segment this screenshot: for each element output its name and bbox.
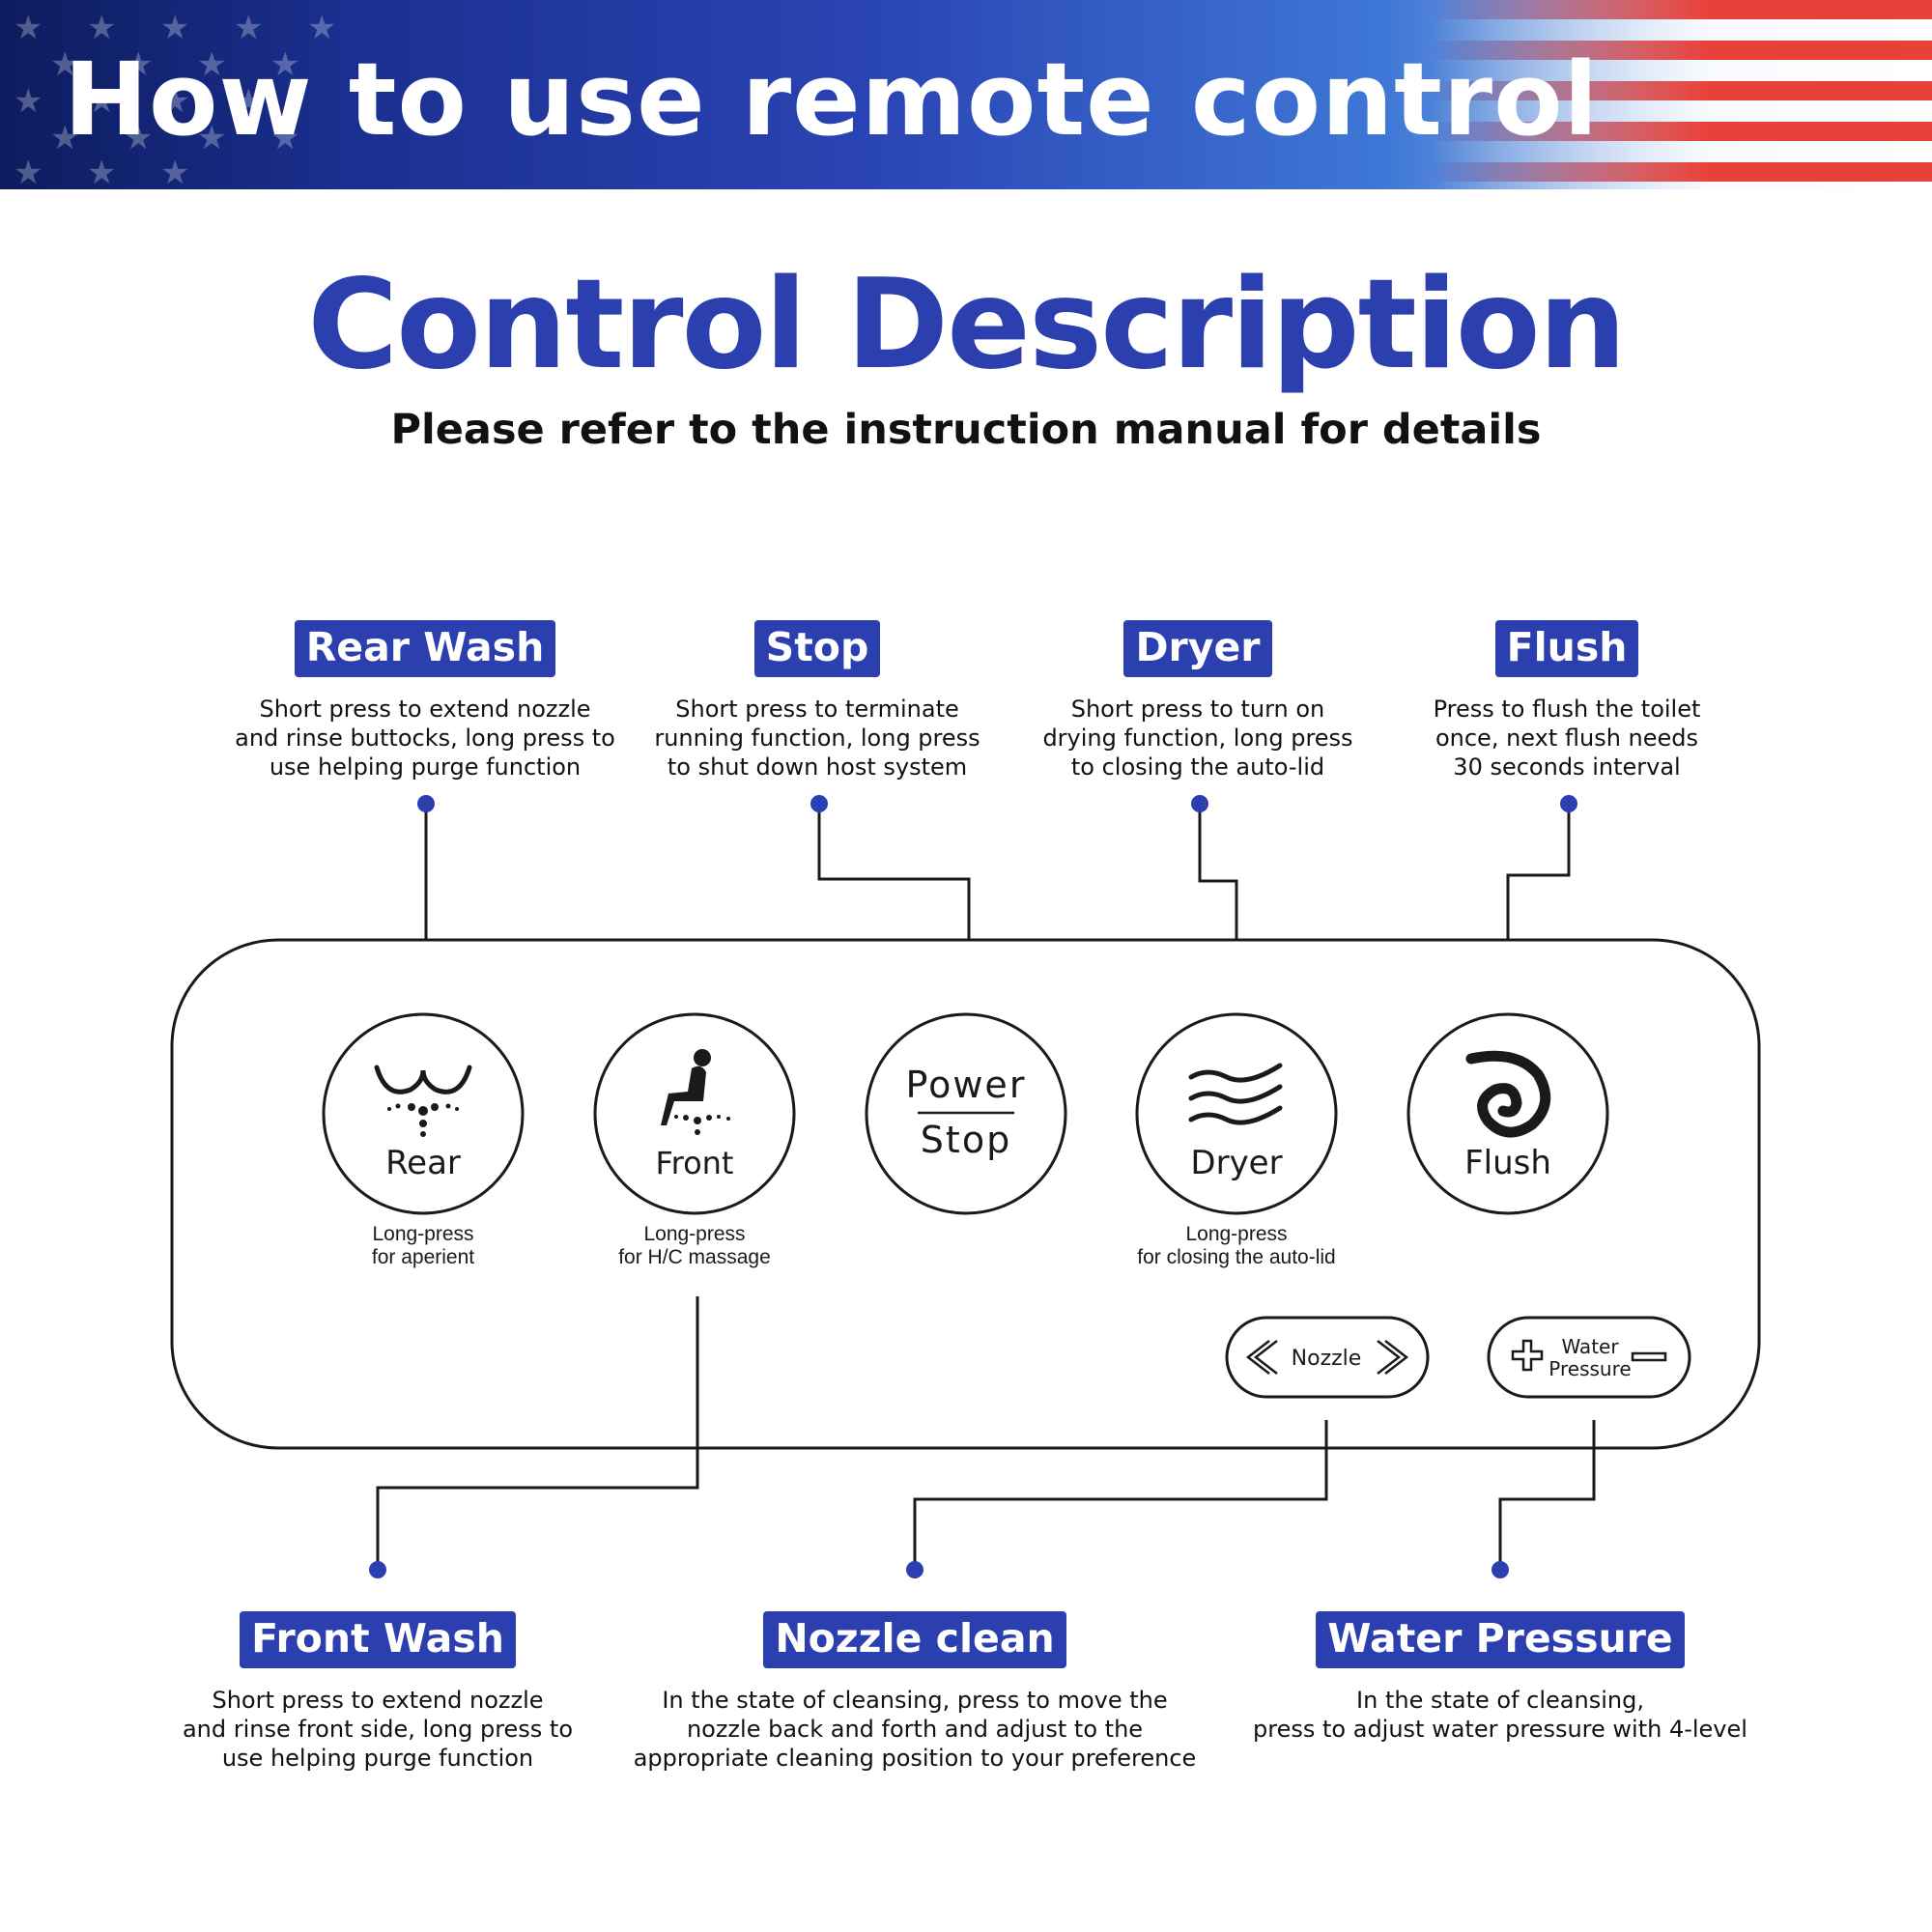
svg-text:★: ★ xyxy=(50,119,79,157)
callout-title: Rear Wash xyxy=(294,620,556,677)
svg-text:★: ★ xyxy=(50,45,79,84)
power-label: Power xyxy=(906,1064,1027,1106)
callout-title: Dryer xyxy=(1123,620,1272,677)
rear-button[interactable]: Rear xyxy=(322,1012,525,1215)
svg-text:★: ★ xyxy=(14,82,43,121)
page-subtitle: Please refer to the instruction manual f… xyxy=(390,406,1542,454)
svg-text:★: ★ xyxy=(197,45,226,84)
leader-dots-bottom xyxy=(369,1561,1509,1578)
stop-label: Stop xyxy=(921,1119,1011,1161)
leader-lines-top xyxy=(424,804,1571,989)
svg-text:★: ★ xyxy=(307,9,336,47)
plus-icon xyxy=(1511,1339,1544,1372)
callout-dryer: Dryer Short press to turn on drying func… xyxy=(985,620,1410,781)
water-pressure-button[interactable]: Water Pressure xyxy=(1487,1316,1691,1399)
rear-hint-line1: Long-press xyxy=(372,1223,473,1245)
callout-description: Short press to extend nozzle and rinse b… xyxy=(235,696,615,781)
flush-button[interactable]: Flush xyxy=(1406,1012,1609,1215)
callout-description: Short press to terminate running functio… xyxy=(654,696,980,781)
svg-text:★: ★ xyxy=(270,45,299,84)
nozzle-button[interactable]: Nozzle xyxy=(1225,1316,1430,1399)
dryer-button-label: Dryer xyxy=(1190,1144,1282,1182)
svg-text:★: ★ xyxy=(87,9,116,47)
svg-text:★: ★ xyxy=(124,119,153,157)
callout-title: Stop xyxy=(753,620,881,677)
dryer-icon xyxy=(1188,1063,1283,1125)
nozzle-right-arrow-icon xyxy=(1377,1340,1409,1375)
water-label: Water xyxy=(1561,1335,1619,1358)
svg-text:★: ★ xyxy=(160,82,189,121)
flush-button-label: Flush xyxy=(1464,1144,1551,1182)
front-button[interactable]: Front xyxy=(593,1012,796,1215)
svg-text:★: ★ xyxy=(197,119,226,157)
flush-swirl-icon xyxy=(1465,1050,1551,1138)
callout-title: Nozzle clean xyxy=(763,1611,1066,1668)
rear-hint-line2: for aperient xyxy=(372,1246,474,1268)
callout-description: In the state of cleansing, press to adju… xyxy=(1253,1687,1747,1743)
leader-dots-top xyxy=(417,795,1577,812)
callout-description: In the state of cleansing, press to move… xyxy=(633,1687,1197,1772)
svg-text:★: ★ xyxy=(87,82,116,121)
svg-text:★: ★ xyxy=(124,45,153,84)
header-banner: ★★★★★ ★★★★ ★★★★ ★★★★ ★★★ How to use remo… xyxy=(0,0,1932,189)
svg-text:★: ★ xyxy=(234,9,263,47)
callout-rear-wash: Rear Wash Short press to extend nozzle a… xyxy=(203,620,647,781)
svg-text:★: ★ xyxy=(160,9,189,47)
svg-text:★: ★ xyxy=(160,154,189,189)
dryer-hint-line2: for closing the auto-lid xyxy=(1137,1246,1335,1268)
stars-decoration: ★★★★★ ★★★★ ★★★★ ★★★★ ★★★ xyxy=(14,9,336,189)
front-hint-line1: Long-press xyxy=(643,1223,745,1245)
svg-text:★: ★ xyxy=(87,154,116,189)
dryer-hint-line1: Long-press xyxy=(1185,1223,1287,1245)
dryer-button[interactable]: Dryer xyxy=(1135,1012,1338,1215)
callout-water-pressure: Water Pressure In the state of cleansing… xyxy=(1239,1611,1761,1744)
flag-stripes xyxy=(1430,0,1932,189)
callout-stop: Stop Short press to terminate running fu… xyxy=(605,620,1030,781)
header-title: How to use remote control xyxy=(64,41,1600,158)
callout-title: Water Pressure xyxy=(1316,1611,1685,1668)
power-stop-button[interactable]: Power Stop xyxy=(865,1012,1067,1215)
callout-nozzle-clean: Nozzle clean In the state of cleansing, … xyxy=(615,1611,1214,1773)
callout-description: Short press to turn on drying function, … xyxy=(1042,696,1353,781)
callout-title: Flush xyxy=(1494,620,1639,677)
callout-title: Front Wash xyxy=(240,1611,516,1668)
front-wash-icon xyxy=(661,1049,730,1135)
svg-text:★: ★ xyxy=(14,154,43,189)
svg-text:★: ★ xyxy=(234,82,263,121)
nozzle-left-arrow-icon xyxy=(1245,1340,1278,1375)
callout-description: Press to flush the toilet once, next flu… xyxy=(1433,696,1701,781)
callout-description: Short press to extend nozzle and rinse f… xyxy=(182,1687,574,1772)
minus-icon xyxy=(1631,1351,1667,1362)
nozzle-label: Nozzle xyxy=(1292,1347,1362,1371)
rear-wash-icon xyxy=(374,1065,472,1137)
callout-flush: Flush Press to flush the toilet once, ne… xyxy=(1354,620,1779,781)
leader-lines-bottom xyxy=(376,1296,1596,1570)
pressure-label: Pressure xyxy=(1548,1357,1631,1380)
callout-front-wash: Front Wash Short press to extend nozzle … xyxy=(165,1611,590,1773)
front-hint-line2: for H/C massage xyxy=(618,1246,771,1268)
svg-text:★: ★ xyxy=(14,9,43,47)
svg-text:★: ★ xyxy=(270,119,299,157)
rear-button-label: Rear xyxy=(385,1144,461,1182)
front-button-label: Front xyxy=(656,1145,734,1181)
page-title: Control Description xyxy=(307,253,1627,397)
